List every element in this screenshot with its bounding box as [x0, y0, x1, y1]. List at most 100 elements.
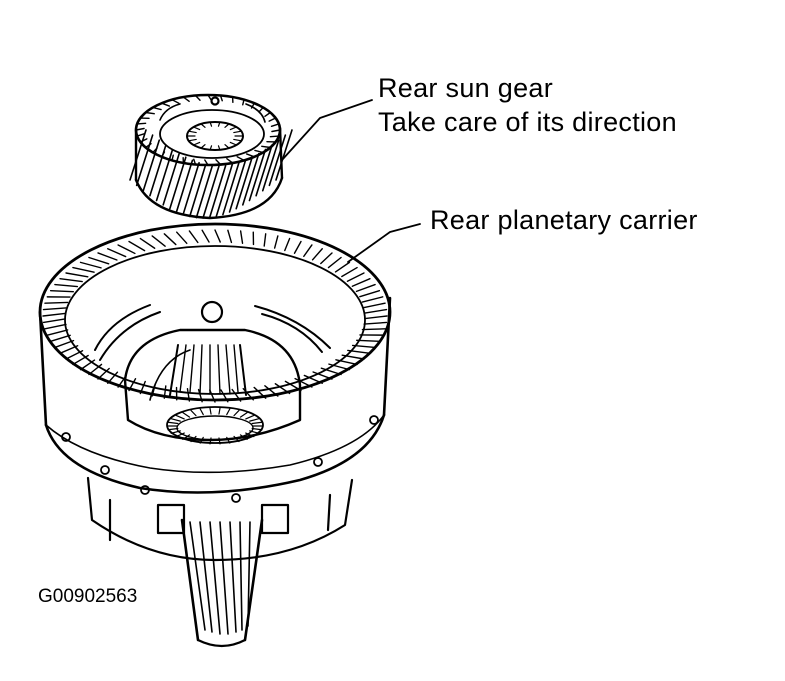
gear-tooth	[209, 121, 213, 127]
gear-tooth	[217, 145, 221, 151]
gear-tooth	[142, 139, 161, 192]
rear-planetary-carrier	[38, 222, 392, 503]
gear-tooth	[231, 388, 242, 402]
gear-tooth	[59, 345, 79, 355]
gear-tooth	[239, 412, 248, 418]
gear-tooth	[218, 437, 221, 445]
gear-tooth	[170, 418, 181, 422]
gear-tooth	[65, 350, 84, 360]
gear-tooth	[220, 389, 229, 403]
gear-tooth	[49, 334, 71, 343]
gear-tooth	[192, 141, 201, 146]
shaft-tooth-lines	[189, 521, 251, 635]
gear-tooth	[320, 367, 342, 376]
gear-tooth	[167, 421, 179, 425]
gear-tooth	[97, 252, 118, 261]
gear-tooth	[254, 149, 264, 154]
gear-tooth	[226, 436, 231, 444]
label-rear-planetary-carrier: Rear planetary carrier	[430, 205, 698, 235]
gear-tooth	[242, 152, 260, 206]
gear-tooth	[224, 144, 230, 149]
gear-tooth	[128, 378, 137, 392]
gear-tooth	[54, 283, 79, 288]
pinion-gear	[169, 344, 247, 396]
gear-tooth	[249, 430, 260, 434]
gear-tooth	[219, 94, 223, 102]
gear-tooth	[188, 138, 197, 142]
gear-tooth	[190, 409, 197, 417]
gear-tooth	[303, 374, 323, 384]
gear-tooth	[170, 430, 181, 434]
gear-tooth	[251, 427, 263, 431]
gear-tooth	[359, 289, 381, 298]
gear-tooth	[328, 363, 351, 371]
gear-tooth	[264, 111, 272, 118]
gear-tooth	[249, 418, 260, 422]
gear-tooth	[97, 367, 110, 380]
gear-tooth	[162, 152, 180, 206]
gear-tooth	[270, 123, 280, 127]
gear-tooth	[245, 432, 255, 438]
gear-tooth	[264, 385, 279, 397]
gear-tooth	[182, 161, 200, 216]
gear-tooth	[275, 129, 293, 181]
inner-spline-teeth	[166, 407, 264, 445]
gear-tooth	[192, 126, 201, 131]
gear-tooth	[312, 371, 333, 380]
gear-tooth	[190, 435, 197, 443]
gear-tooth	[186, 388, 191, 402]
gear-tooth	[239, 230, 244, 244]
gear-tooth	[59, 277, 83, 283]
gear-tooth	[54, 339, 75, 349]
gear-tooth	[363, 321, 388, 325]
gear-tooth	[195, 164, 214, 219]
gear-tooth	[171, 98, 180, 105]
gear-tooth	[271, 129, 281, 133]
gear-tooth	[233, 138, 242, 142]
gear-tooth	[139, 237, 156, 249]
gear-tooth	[224, 123, 230, 128]
gear-tooth	[193, 158, 197, 166]
gear-tooth	[139, 380, 146, 395]
gear-tooth	[42, 312, 66, 317]
leader-line-sun-gear	[281, 99, 373, 161]
gear-tooth	[364, 315, 388, 320]
gear-tooth	[284, 237, 291, 252]
gear-tooth	[107, 248, 127, 258]
gear-tooth	[222, 161, 240, 216]
gear-tooth	[320, 252, 333, 265]
gear-tooth	[202, 165, 220, 219]
gear-tooth	[245, 414, 255, 420]
gear-tooth	[268, 134, 287, 187]
gear-tooth	[226, 157, 234, 164]
gear-tooth	[239, 434, 248, 440]
ring-gear-teeth	[42, 229, 388, 403]
rear-sun-gear	[129, 93, 293, 220]
gear-tooth	[327, 256, 342, 269]
gear-tooth	[79, 359, 96, 371]
gear-tooth	[218, 407, 221, 415]
gear-tooth	[253, 386, 267, 399]
gear-tooth	[79, 261, 102, 269]
gear-tooth	[107, 371, 119, 384]
gear-tooth	[269, 135, 280, 138]
gear-tooth	[251, 421, 263, 425]
gear-tooth	[49, 289, 74, 293]
gear-tooth	[215, 163, 234, 218]
gear-tooth	[144, 111, 155, 115]
gear-tooth	[136, 122, 147, 125]
gear-tooth	[200, 123, 206, 128]
gear-tooth	[284, 380, 302, 392]
gear-tooth	[274, 383, 291, 395]
gear-tooth	[171, 154, 174, 162]
gear-tooth	[88, 363, 103, 376]
gear-tooth	[129, 129, 147, 181]
gear-tooth	[208, 164, 227, 219]
gear-tooth	[303, 244, 313, 258]
gear-tooth	[199, 436, 204, 444]
gear-tooth	[226, 408, 231, 416]
gear-tooth	[245, 153, 255, 158]
gear-tooth	[356, 339, 381, 343]
gear-tooth	[44, 301, 69, 304]
